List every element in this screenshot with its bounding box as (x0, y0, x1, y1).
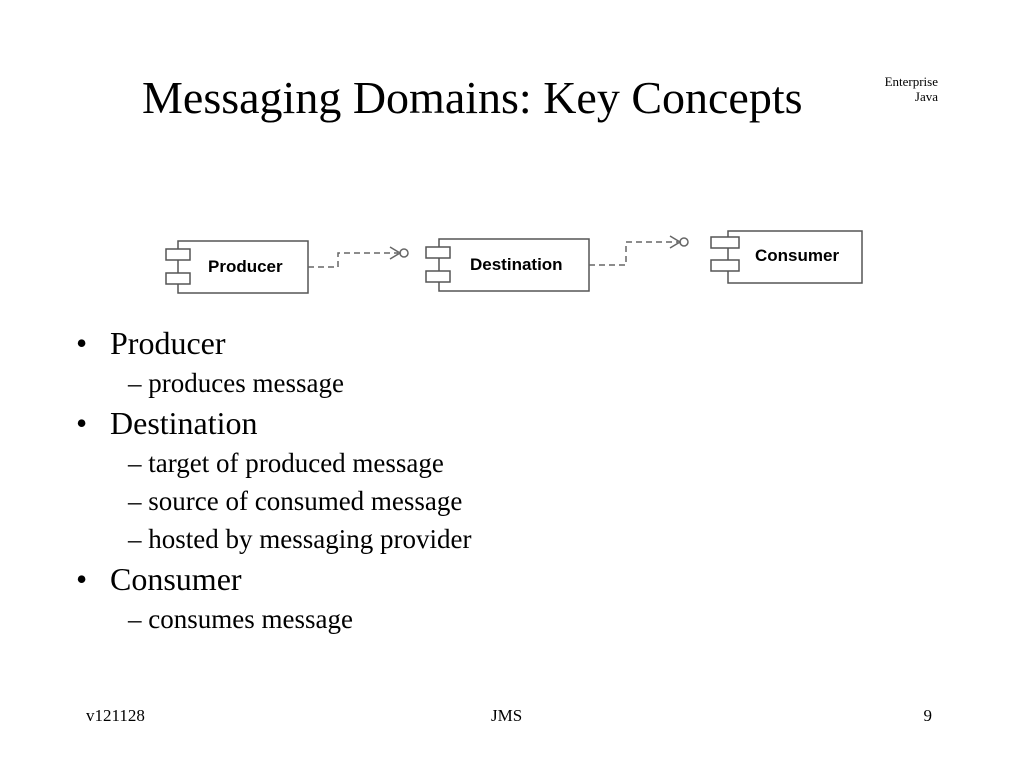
sub-bullet: – source of consumed message (128, 486, 463, 516)
consumer-label: Consumer (755, 246, 839, 265)
bullet-main: • Destination (76, 402, 876, 444)
consumer-component: Consumer (710, 230, 863, 284)
corner-label-line-2: Java (914, 89, 938, 104)
bullet-item: • Consumer – consumes message (76, 558, 876, 638)
producer-component: Producer (165, 240, 309, 294)
bullet-dot-icon: • (76, 561, 88, 597)
bullet-list: • Producer – produces message • Destinat… (76, 322, 876, 638)
corner-label: Enterprise Java (885, 74, 938, 104)
destination-label: Destination (470, 255, 563, 274)
component-diagram: Producer Destination Consumer (165, 230, 863, 294)
footer-topic: JMS (491, 706, 523, 725)
connector-producer-destination (308, 246, 409, 268)
connector-destination-consumer (589, 235, 689, 266)
bullet-item: • Destination – target of produced messa… (76, 402, 876, 558)
producer-label: Producer (208, 257, 283, 276)
sub-bullet: – produces message (128, 368, 344, 398)
destination-component: Destination (425, 238, 590, 292)
footer-version: v121128 (86, 706, 145, 725)
slide-title: Messaging Domains: Key Concepts (142, 72, 803, 123)
corner-label-line-1: Enterprise (884, 74, 938, 89)
bullet-item: • Producer – produces message (76, 322, 876, 402)
bullet-label: Producer (110, 325, 226, 361)
bullet-label: Destination (110, 405, 258, 441)
bullet-dot-icon: • (76, 405, 88, 441)
sub-bullet: – hosted by messaging provider (128, 524, 472, 554)
bullet-main: • Consumer (76, 558, 876, 600)
bullet-label: Consumer (110, 561, 242, 597)
bullet-dot-icon: • (76, 325, 88, 361)
sub-bullet: – target of produced message (128, 448, 444, 478)
sub-bullet: – consumes message (128, 604, 353, 634)
bullet-main: • Producer (76, 322, 876, 364)
footer-page-number: 9 (923, 706, 933, 725)
